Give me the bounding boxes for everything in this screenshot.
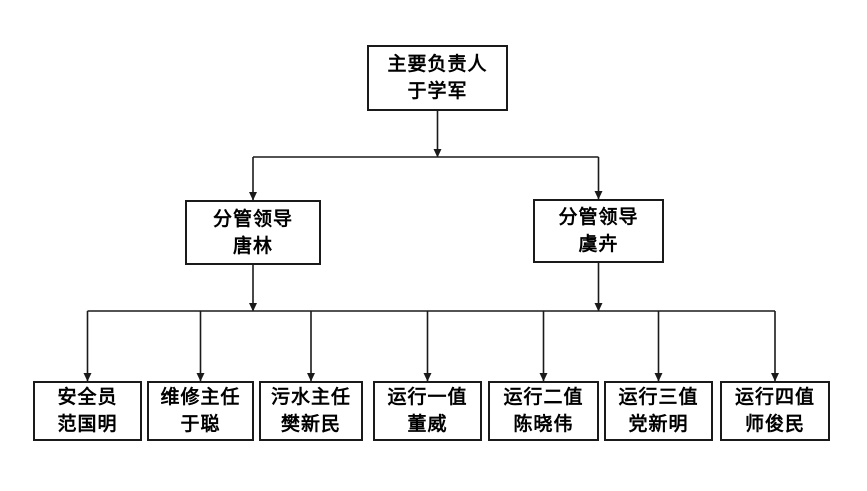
org-node-staff-shift-2: 运行二值 陈晓伟 [488, 381, 599, 441]
org-node-manager-tanglin: 分管领导 唐林 [185, 200, 321, 265]
org-node-staff-shift-4: 运行四值 师俊民 [720, 381, 830, 441]
org-node-role: 主要负责人 [387, 54, 488, 75]
org-node-manager-yuhui: 分管领导 虞卉 [533, 199, 664, 263]
org-node-staff-shift-3: 运行三值 党新明 [604, 381, 713, 441]
org-node-role: 分管领导 [212, 208, 293, 230]
org-node-name: 于聪 [180, 414, 221, 435]
org-node-staff-shift-1: 运行一值 董威 [373, 381, 482, 441]
org-node-role: 分管领导 [558, 207, 639, 228]
org-node-role: 安全员 [57, 387, 118, 408]
org-node-role: 运行二值 [503, 387, 584, 408]
org-node-role: 污水主任 [270, 387, 351, 408]
org-node-name: 樊新民 [280, 414, 341, 435]
org-node-name: 于学军 [407, 81, 468, 102]
org-node-name: 师俊民 [744, 414, 805, 435]
org-node-role: 维修主任 [160, 387, 241, 408]
org-node-role: 运行一值 [387, 387, 468, 408]
org-node-root: 主要负责人 于学军 [367, 45, 508, 111]
org-node-name: 董威 [407, 414, 448, 435]
org-node-name: 范国明 [57, 414, 118, 435]
org-node-role: 运行四值 [734, 387, 815, 408]
org-node-name: 虞卉 [578, 234, 619, 255]
org-node-staff-maintenance: 维修主任 于聪 [147, 381, 254, 441]
org-node-staff-sewage: 污水主任 樊新民 [259, 381, 363, 441]
org-node-name: 陈晓伟 [513, 414, 574, 435]
org-node-staff-safety: 安全员 范国明 [33, 381, 142, 441]
org-node-role: 运行三值 [618, 387, 699, 408]
org-node-name: 唐林 [232, 235, 273, 257]
org-node-name: 党新明 [628, 414, 689, 435]
